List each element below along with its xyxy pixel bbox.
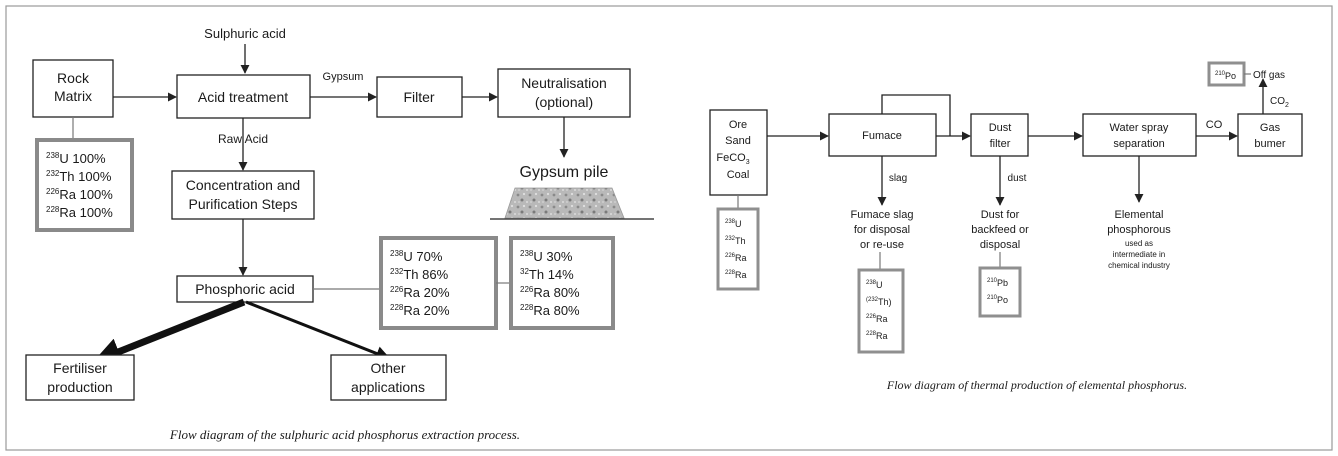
dust-for-line3: disposal (980, 239, 1020, 251)
isotope-entry: 232Th 100% (46, 169, 112, 184)
used-as-line2: intermediate in (1113, 250, 1165, 259)
isotope-entry: 232Th (725, 236, 746, 246)
off-gas-label: Off gas (1253, 70, 1285, 81)
filter-label: Filter (403, 89, 434, 105)
water-spray-line1: Water spray (1110, 122, 1169, 134)
isotope-entry: 226Ra 20% (390, 285, 450, 300)
concentration-box (171, 170, 315, 220)
dust-label: dust (1008, 173, 1027, 184)
other-applications-box (330, 354, 447, 401)
used-as-line1: used as (1125, 239, 1153, 248)
rock-matrix-line2: Matrix (54, 88, 92, 104)
rock-matrix-line1: Rock (57, 70, 90, 86)
gypsum-isotope-list: 238U 30% 32Th 14% 226Ra 80% 228Ra 80% (520, 249, 580, 318)
ore-input-box (709, 109, 768, 196)
rock-matrix-box (32, 59, 114, 118)
gypsum-isotope-box (509, 236, 615, 330)
dust-filter-box (970, 113, 1029, 157)
dust-for-line2: backfeed or (971, 224, 1029, 236)
isotope-entry: 226Ra (725, 253, 747, 263)
left-flow-diagram: Sulphuric acid Rock Matrix Acid treatmen… (25, 26, 654, 442)
other-applications-line1: Other (370, 360, 405, 376)
ore-line1: Ore (729, 119, 747, 131)
furnace-slag-line3: or re-use (860, 239, 904, 251)
neutralisation-line2: (optional) (535, 94, 593, 110)
gypsum-label: Gypsum (323, 71, 364, 83)
neutralisation-box (497, 68, 631, 118)
isotope-entry: 238U 30% (520, 249, 573, 264)
rock-isotope-box (35, 138, 134, 232)
slag-label: slag (889, 173, 907, 184)
dust-filter-line2: filter (990, 138, 1011, 150)
elemental-line2: phosphorous (1107, 224, 1171, 236)
gas-burner-box (1237, 113, 1303, 157)
figure-frame (5, 5, 1333, 451)
fertiliser-box (25, 354, 135, 401)
gypsum-pile-label: Gypsum pile (520, 164, 609, 181)
ore-line2: Sand (725, 135, 751, 147)
rock-isotope-list: 238U 100% 232Th 100% 226Ra 100% 228Ra 100% (46, 151, 113, 220)
acid-treatment-label: Acid treatment (198, 89, 288, 105)
isotope-entry: 226Ra 100% (46, 187, 113, 202)
dust-for-line1: Dust for (981, 209, 1020, 221)
acid-isotope-list: 238U 70% 232Th 86% 226Ra 20% 228Ra 20% (390, 249, 450, 318)
elemental-line1: Elemental (1115, 209, 1164, 221)
isotope-entry: 228Ra (866, 331, 888, 341)
dust-filter-line1: Dust (989, 122, 1012, 134)
concentration-line2: Purification Steps (189, 196, 298, 212)
po-top-label: 210Po (1215, 71, 1236, 81)
furnace-slag-line1: Fumace slag (851, 209, 914, 221)
other-applications-arrow (245, 300, 391, 361)
gas-burner-line1: Gas (1260, 122, 1281, 134)
coal-label: Coal (727, 169, 750, 181)
isotope-entry: 228Ra (725, 270, 747, 280)
isotope-entry: 228Ra 20% (390, 303, 450, 318)
ore-isotope-box (716, 207, 760, 291)
co2-label: CO2 (1270, 96, 1289, 109)
isotope-entry: 210Po (987, 295, 1008, 305)
left-caption: Flow diagram of the sulphuric acid phosp… (169, 427, 520, 442)
furnace-slag-line2: for disposal (854, 224, 910, 236)
slag-isotope-list: 238U (232Th) 226Ra 228Ra (866, 280, 892, 341)
fertiliser-line1: Fertiliser (53, 360, 107, 376)
ore-isotope-list: 238U 232Th 226Ra 228Ra (725, 219, 747, 280)
fertiliser-arrow (92, 298, 246, 365)
water-spray-line2: separation (1113, 138, 1164, 150)
isotope-entry: 228Ra 100% (46, 205, 113, 220)
feco3-label: FeCO3 (716, 152, 749, 166)
furnace-label: Fumace (862, 130, 902, 142)
isotope-entry: 232Th 86% (390, 267, 449, 282)
dust-isotope-list: 210Pb 210Po (987, 278, 1008, 305)
isotope-entry: (232Th) (866, 297, 892, 307)
isotope-entry: 238U (725, 219, 742, 229)
concentration-line1: Concentration and (186, 177, 300, 193)
gas-burner-line2: bumer (1254, 138, 1286, 150)
furnace-bypass-line (881, 94, 951, 136)
water-spray-box (1082, 113, 1197, 157)
isotope-entry: 238U 100% (46, 151, 106, 166)
slag-isotope-box (857, 268, 905, 354)
isotope-entry: 210Pb (987, 278, 1008, 288)
isotope-entry: 226Ra (866, 314, 888, 324)
other-applications-line2: applications (351, 379, 425, 395)
gypsum-pile-shape (504, 187, 625, 219)
fertiliser-line2: production (47, 379, 112, 395)
phosphoric-acid-label: Phosphoric acid (195, 281, 295, 297)
phosphoric-acid-box (176, 275, 314, 303)
co-label: CO (1206, 119, 1223, 131)
isotope-entry: 228Ra 80% (520, 303, 580, 318)
neutralisation-line1: Neutralisation (521, 75, 607, 91)
used-as-line3: chemical industry (1108, 261, 1170, 270)
dust-isotope-box (978, 266, 1022, 318)
isotope-entry: 32Th 14% (520, 267, 574, 282)
right-flow-diagram: Ore Sand FeCO3 Coal 238U232Th226Ra228Ra … (709, 61, 1303, 392)
isotope-entry: 238U (866, 280, 883, 290)
sulphuric-acid-label: Sulphuric acid (204, 26, 286, 41)
isotope-entry: 226Ra 80% (520, 285, 580, 300)
isotope-entry: 238U 70% (390, 249, 443, 264)
right-caption: Flow diagram of thermal production of el… (886, 378, 1187, 392)
